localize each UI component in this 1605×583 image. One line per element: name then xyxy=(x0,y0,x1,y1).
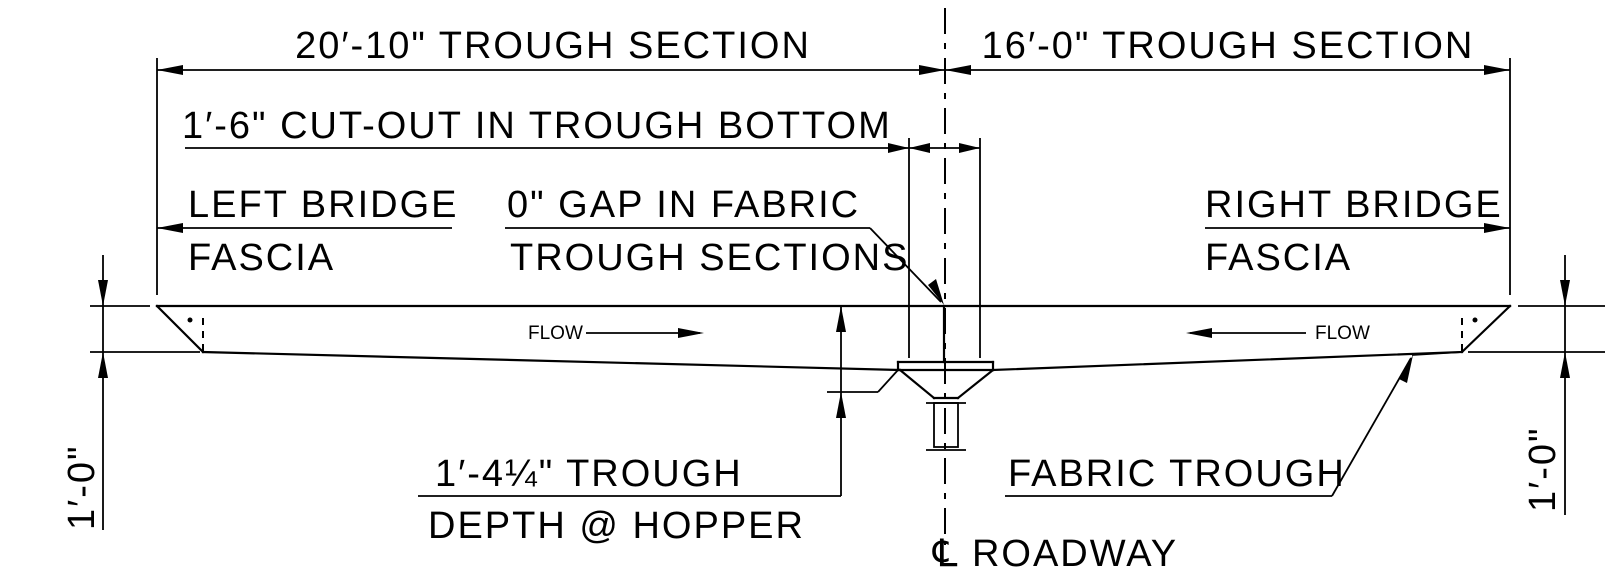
right-section-label: 16′-0" TROUGH SECTION xyxy=(982,25,1475,67)
trough-bottom-left xyxy=(201,350,902,372)
right-height-label: 1′-0" xyxy=(1522,426,1564,512)
flow-left-label: FLOW xyxy=(528,323,583,344)
left-fascia-label-1: LEFT BRIDGE xyxy=(188,184,458,226)
left-height-label: 1′-0" xyxy=(61,444,103,530)
right-height-dimension: 1′-0" xyxy=(1468,255,1605,515)
left-height-arrow-bottom xyxy=(98,352,108,378)
left-fascia-label-2: FASCIA xyxy=(188,237,335,279)
right-fascia-label-1: RIGHT BRIDGE xyxy=(1205,184,1503,226)
gap-label-2: TROUGH SECTIONS xyxy=(510,237,909,279)
depth-extension-link xyxy=(877,369,899,393)
gap-callout: 0" GAP IN FABRIC TROUGH SECTIONS xyxy=(505,184,944,305)
trough-profile xyxy=(155,304,1512,372)
flow-left-arrowhead xyxy=(678,328,704,338)
flow-right: FLOW xyxy=(1186,323,1370,344)
depth-arrow-top xyxy=(836,306,846,332)
centerline-label: ℄ ROADWAY xyxy=(932,533,1178,575)
right-end-slope xyxy=(1460,304,1512,354)
arrow-center-left xyxy=(919,65,945,75)
arrow-left-end xyxy=(157,65,183,75)
overall-dimension: 20′-10" TROUGH SECTION 16′-0" TROUGH SEC… xyxy=(156,25,1511,295)
cutout-label: 1′-6" CUT-OUT IN TROUGH BOTTOM xyxy=(182,105,892,147)
right-end-bottom-tick xyxy=(1411,351,1463,356)
left-fascia-callout: LEFT BRIDGE FASCIA xyxy=(157,184,458,279)
fabric-trough-label: FABRIC TROUGH xyxy=(1008,453,1346,495)
depth-arrow-bottom xyxy=(836,392,846,418)
hopper-funnel-right xyxy=(956,368,995,400)
fabric-arrow xyxy=(1399,355,1413,383)
flow-left: FLOW xyxy=(528,323,704,344)
cutout-arrow-right xyxy=(959,143,980,153)
depth-label-2: DEPTH @ HOPPER xyxy=(428,505,805,547)
left-height-arrow-top xyxy=(98,280,108,306)
flow-right-label: FLOW xyxy=(1315,323,1370,344)
cutout-arrow-mid xyxy=(909,143,930,153)
flow-right-arrowhead xyxy=(1186,328,1212,338)
right-end-dot xyxy=(1472,317,1478,323)
left-fascia-arrow xyxy=(157,223,183,233)
gap-label-1: 0" GAP IN FABRIC xyxy=(507,184,860,226)
depth-label-1: 1′-4¼" TROUGH xyxy=(435,453,743,495)
trough-depth-dimension: 1′-4¼" TROUGH DEPTH @ HOPPER xyxy=(418,306,899,547)
fabric-trough-callout: FABRIC TROUGH xyxy=(1005,355,1413,497)
arrow-right-end xyxy=(1484,65,1510,75)
trough-bottom-right xyxy=(991,350,1464,372)
left-end-slope xyxy=(155,304,205,354)
right-fascia-label-2: FASCIA xyxy=(1205,237,1352,279)
left-section-label: 20′-10" TROUGH SECTION xyxy=(295,25,811,67)
right-height-arrow-bottom xyxy=(1560,352,1570,378)
left-end-dot xyxy=(187,317,193,323)
right-height-arrow-top xyxy=(1560,280,1570,306)
hopper xyxy=(896,304,995,451)
right-fascia-callout: RIGHT BRIDGE FASCIA xyxy=(1205,184,1510,279)
cutout-dimension: 1′-6" CUT-OUT IN TROUGH BOTTOM xyxy=(182,105,981,358)
cutout-arrow-left xyxy=(888,143,909,153)
left-height-dimension: 1′-0" xyxy=(61,255,200,530)
gap-leader-diagonal xyxy=(869,227,942,303)
gap-arrow xyxy=(928,279,944,305)
right-fascia-arrow xyxy=(1484,223,1510,233)
fabric-leader-diagonal xyxy=(1331,357,1412,497)
arrow-center-right xyxy=(945,65,971,75)
hopper-funnel-left xyxy=(898,368,936,400)
